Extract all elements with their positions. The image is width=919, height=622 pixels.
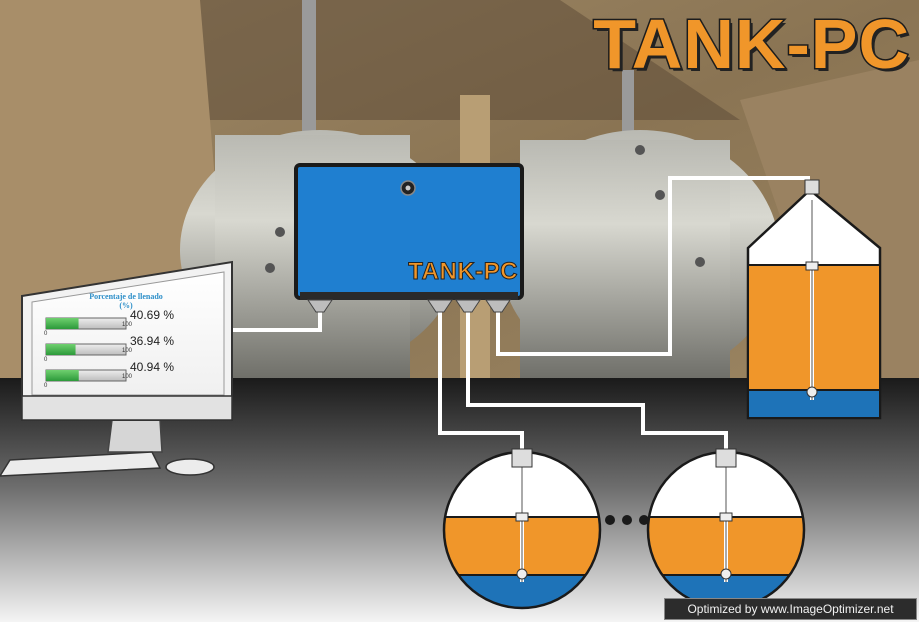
level-sensor-head	[715, 448, 737, 468]
controller-label: TANK-PC	[408, 258, 518, 286]
watermark: Optimized by www.ImageOptimizer.net	[664, 598, 917, 620]
product-title: TANK-PC	[592, 4, 911, 85]
fill-bar-3	[46, 370, 79, 381]
excavation-background	[0, 0, 919, 390]
fill-level-bars	[45, 317, 127, 382]
computer	[0, 260, 233, 477]
fill-bar-2	[46, 344, 76, 355]
level-sensor-head	[804, 179, 820, 195]
keyboard	[0, 451, 162, 477]
monitor-screen	[31, 271, 225, 396]
bar-min-1: 0	[44, 331, 48, 337]
level-sensor-head	[511, 448, 533, 468]
bar-max-2: 100	[122, 348, 133, 354]
tank-pc-controller	[294, 163, 524, 313]
panel-unit: (%)	[119, 301, 133, 310]
ellipsis-dots	[605, 515, 649, 525]
bar-min-2: 0	[44, 357, 48, 363]
vertical-tank	[746, 179, 882, 420]
fill-bar-1	[46, 318, 79, 329]
bar-max-1: 100	[122, 322, 133, 328]
fill-value-3: 40.94 %	[130, 360, 175, 374]
mouse	[165, 458, 215, 476]
bar-max-3: 100	[122, 374, 133, 380]
fill-value-2: 36.94 %	[130, 334, 175, 348]
bar-min-3: 0	[44, 383, 48, 389]
fill-value-1: 40.69 %	[130, 308, 175, 322]
panel-title: Porcentaje de llenado	[89, 292, 163, 301]
